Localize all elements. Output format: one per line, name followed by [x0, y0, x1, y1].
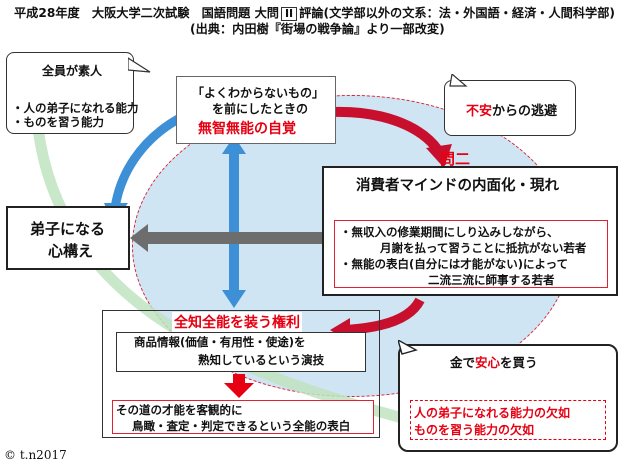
omnipotence-outer-box [102, 310, 380, 438]
callout-line2: ・ものを習う能力 [12, 115, 104, 129]
callout-everyone-amateur [6, 52, 134, 134]
callout-line1: ・人の弟子になれる能力 [12, 101, 139, 115]
question-two-label: 問二 [440, 150, 471, 168]
talent-line2: 鳥瞰・査定・判定できるという全能の表白 [132, 419, 351, 433]
consumer-detail-box [334, 220, 608, 288]
header-line1-pre: 平成28年度 大阪大学二次試験 国語問題 大問 [14, 6, 279, 20]
security-post: を買う [500, 355, 538, 370]
anxiety-text: 不安からの逃避 [466, 100, 557, 119]
red-down-arrow-omnipotence [224, 374, 254, 398]
blue-vertical-shaft [229, 152, 239, 292]
anxiety-rest: からの逃避 [492, 104, 558, 119]
anxiety-callout-tail [449, 74, 468, 87]
disciple-mindset-box [6, 206, 130, 270]
disciple-line2: 心構え [48, 242, 94, 260]
anxiety-red: 不安 [466, 104, 493, 119]
consumer-line3: ・無能の表白(自分には才能がない)によって [340, 257, 569, 271]
center-line1: 「よくわからないもの」 [192, 86, 325, 100]
lack-line1: 人の弟子になれる能力の欠如 [414, 406, 571, 420]
blue-vertical-up-head [222, 136, 246, 154]
omnipotence-title: 全知全能を装う権利 [172, 312, 302, 332]
security-red: 安心 [475, 355, 501, 370]
gray-left-head [130, 224, 148, 252]
talent-judgement-box [112, 400, 374, 434]
security-title: 金で安心を買う [450, 352, 538, 371]
consumer-title: 消費者マインドの内面化・現れ [356, 178, 559, 194]
copyright-credit: © t.n2017 [4, 448, 67, 462]
security-callout-tail [398, 340, 418, 355]
product-info-box [116, 332, 366, 372]
product-info-line2: 熟知しているという演技 [198, 353, 325, 367]
header-line1-post: 評論(文学部以外の文系：法・外国語・経済・人間科学部) [299, 6, 615, 20]
center-line2: を前にしたときの [212, 102, 309, 116]
callout-tail [128, 57, 151, 73]
red-curve-arrowhead-top [426, 144, 452, 168]
red-curve-arrow-bottom [344, 297, 425, 335]
lack-line2: ものを習う能力の欠如 [414, 423, 535, 437]
consumer-line1: ・無収入の修業期間にしり込みしながら、 [340, 225, 559, 239]
talent-line1: その道の才能を客観的に [116, 403, 243, 417]
callout-title: 全員が素人 [42, 64, 103, 78]
roman-numeral-box: II [280, 7, 298, 21]
lack-ability-box [410, 400, 606, 440]
consumer-line4: 二流三流に師事する若者 [428, 273, 555, 287]
callout-anxiety [444, 80, 576, 136]
center-line3: 無智無能の自覚 [198, 121, 296, 137]
source-note: (出典：内田樹『街場の戦争論』より一部改変) [190, 22, 445, 36]
product-info-line1: 商品情報(価値・有用性・使途)を [134, 335, 306, 349]
security-pre: 金で [450, 355, 476, 370]
blue-vertical-down-head [222, 290, 246, 308]
blue-curve-arrow [110, 114, 183, 209]
consumer-line2: 月謝を払って習うことに抵抗がない若者 [380, 241, 587, 255]
green-curve-arrow [32, 127, 412, 426]
center-awareness-box [176, 76, 336, 144]
red-curve-arrow-top [329, 106, 443, 154]
gray-horizontal-shaft [146, 232, 326, 244]
disciple-line1: 弟子になる [30, 220, 106, 238]
